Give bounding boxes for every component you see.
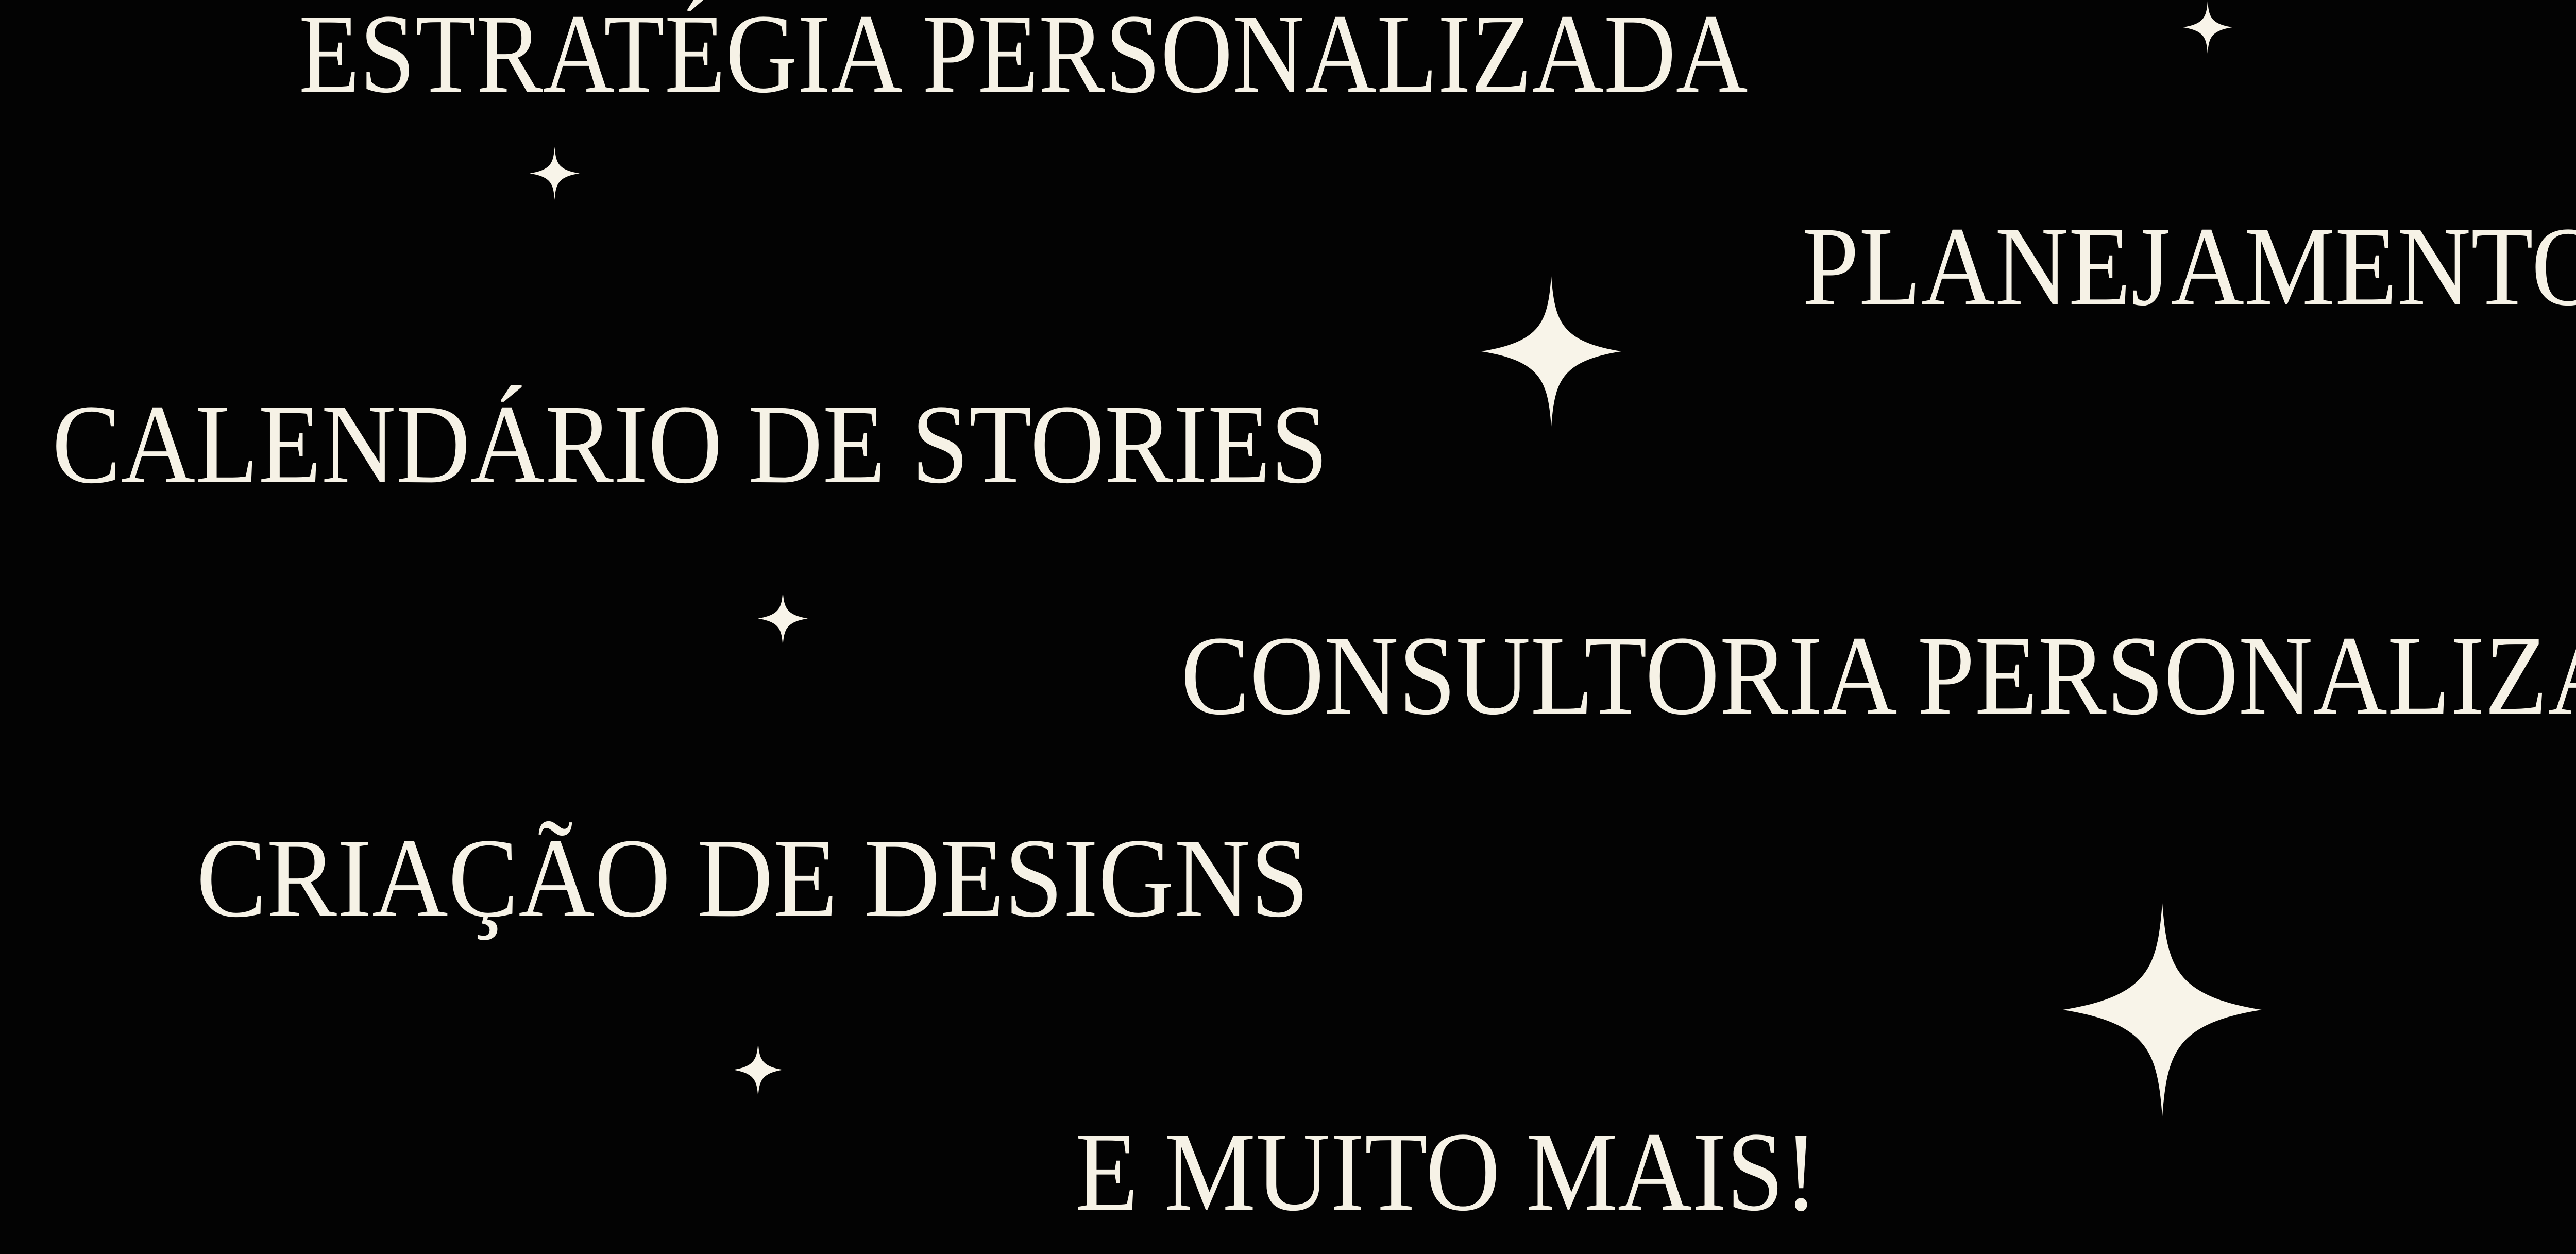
service-label-calendario-de-stories: CALENDÁRIO DE STORIES bbox=[52, 381, 1328, 507]
sparkle-shape bbox=[530, 147, 580, 200]
sparkle-shape bbox=[1481, 276, 1621, 427]
sparkle-icon bbox=[2183, 1, 2232, 54]
service-label-planejamento: PLANEJAMENTO bbox=[1802, 204, 2576, 329]
sparkle-icon bbox=[2063, 903, 2262, 1116]
service-label-e-muito-mais: E MUITO MAIS! bbox=[1075, 1109, 1819, 1234]
service-label-estrategia-personalizada: ESTRATÉGIA PERSONALIZADA bbox=[299, 0, 1748, 116]
sparkle-icon bbox=[733, 1043, 783, 1097]
sparkle-shape bbox=[2183, 1, 2232, 54]
service-label-consultoria-personalizada: CONSULTORIA PERSONALIZADA bbox=[1181, 613, 2576, 738]
sparkle-icon bbox=[1481, 276, 1621, 427]
sparkle-icon bbox=[758, 591, 808, 646]
sparkle-icon bbox=[530, 147, 580, 200]
sparkle-shape bbox=[758, 591, 808, 646]
sparkle-shape bbox=[733, 1043, 783, 1097]
service-label-criacao-de-designs: CRIAÇÃO DE DESIGNS bbox=[196, 815, 1309, 941]
sparkle-shape bbox=[2063, 903, 2262, 1116]
